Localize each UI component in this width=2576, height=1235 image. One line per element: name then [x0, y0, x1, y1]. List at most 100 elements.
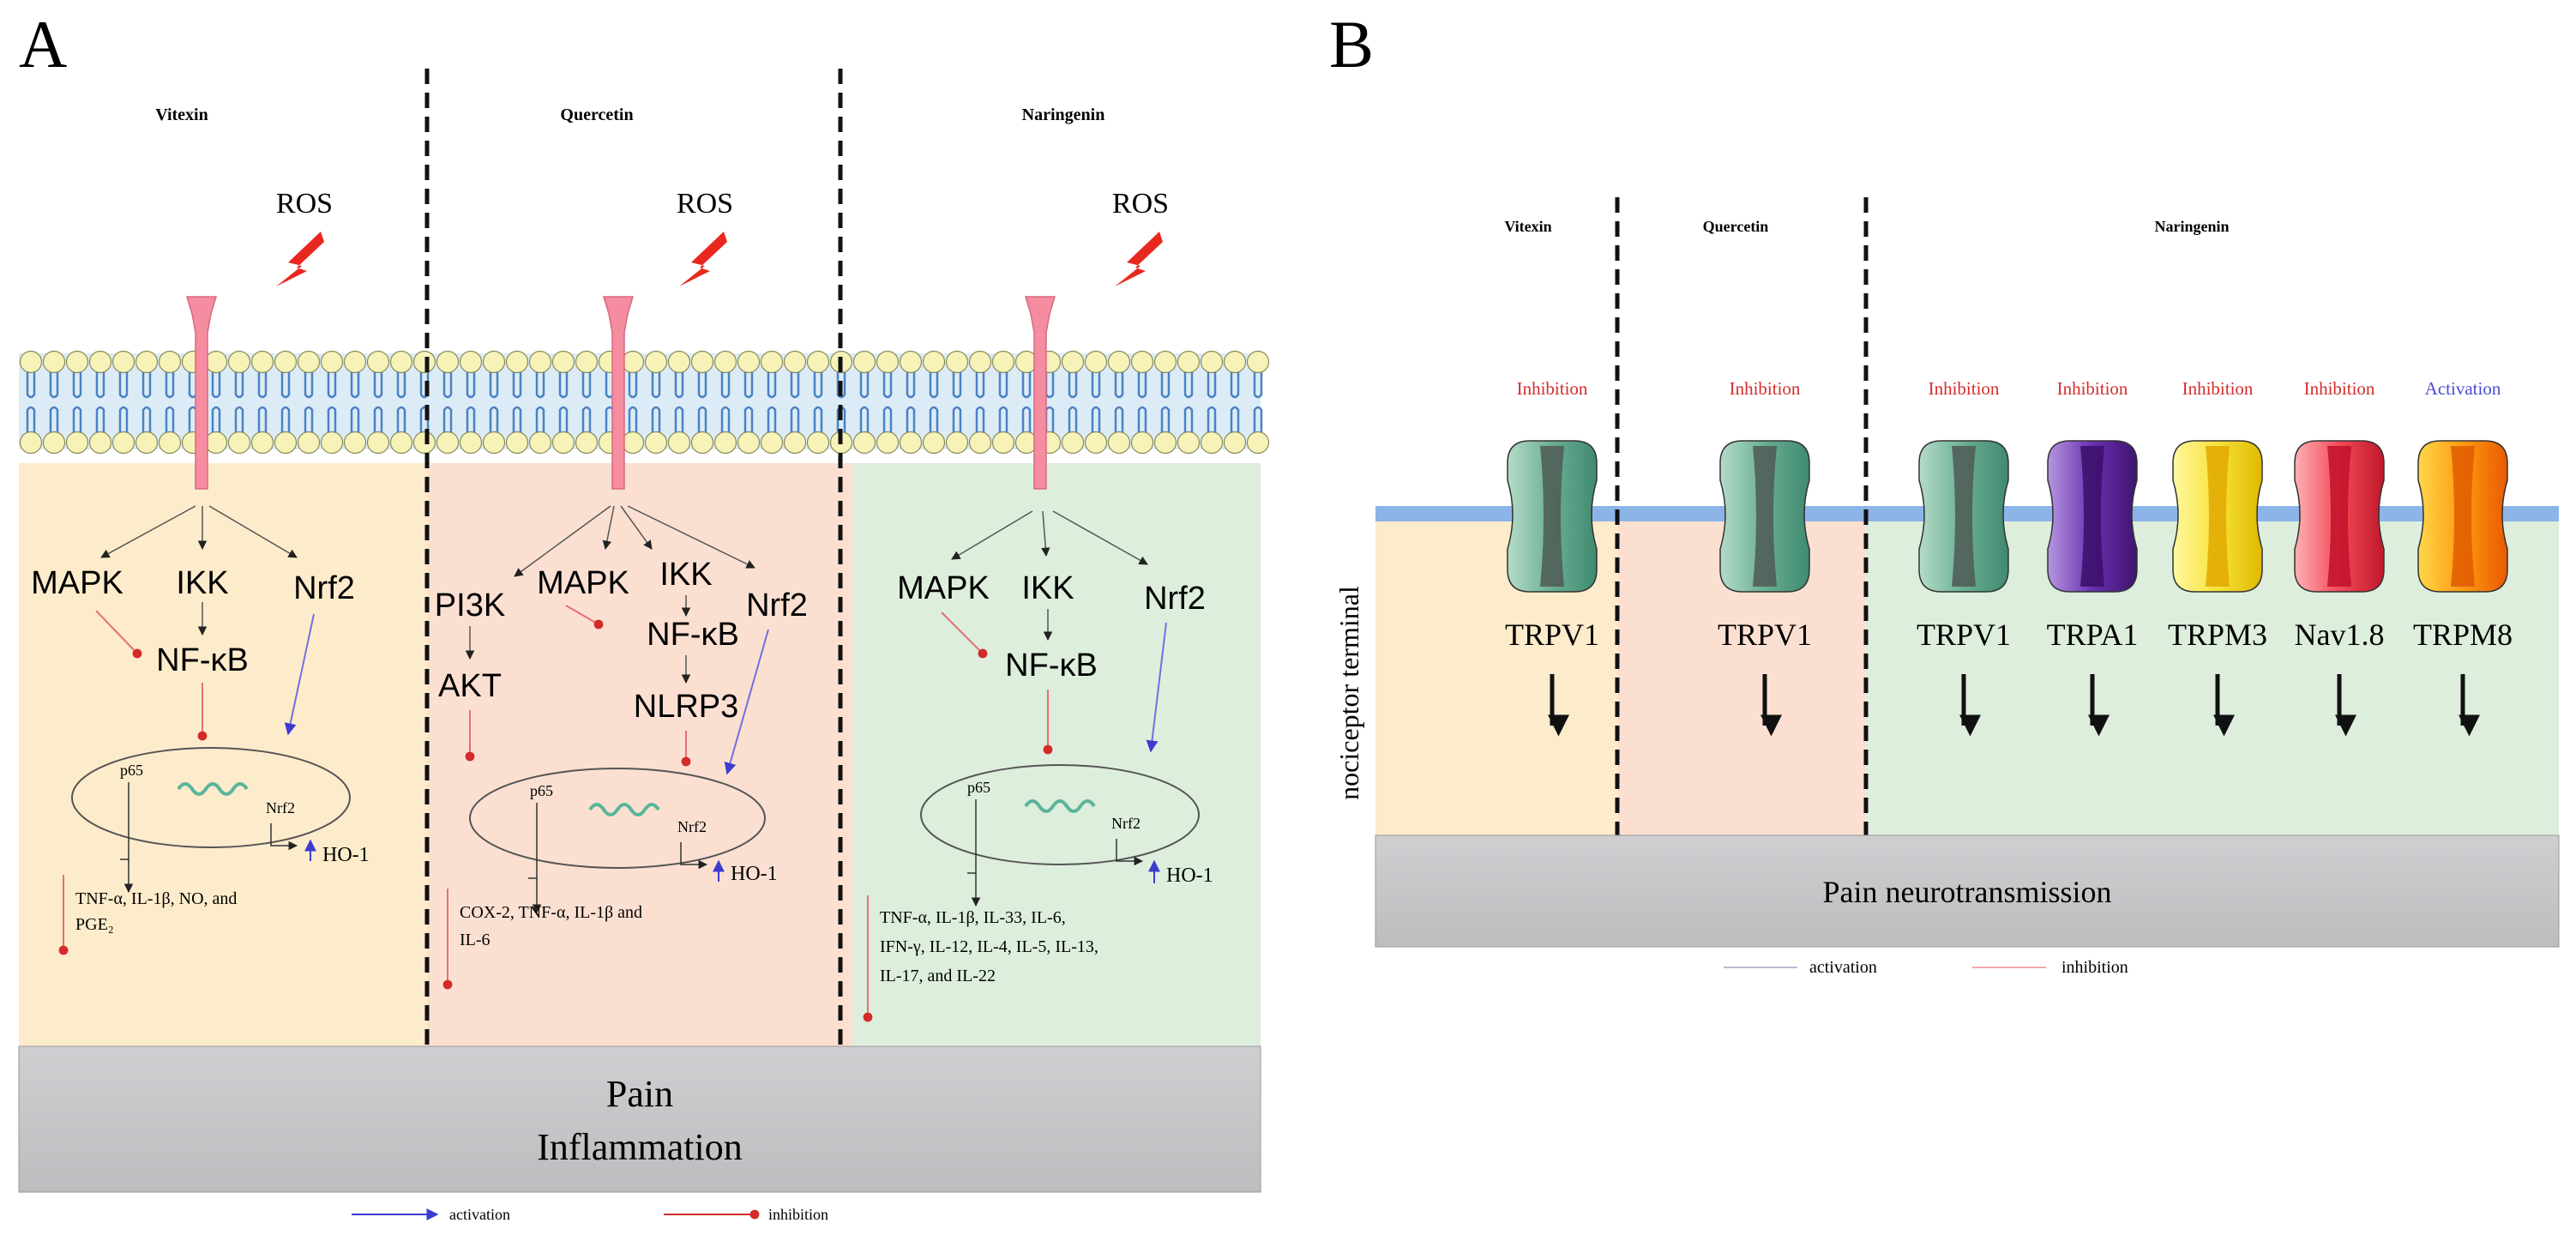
nrf2-node: Nrf2 [1144, 581, 1206, 617]
lipid-tail [327, 372, 337, 432]
lipid-head [968, 350, 992, 374]
lipid-head [1177, 431, 1201, 455]
channel-pore-icon [1540, 446, 1564, 587]
lipid-tail [1068, 372, 1078, 432]
lipid-head [459, 431, 483, 455]
lipid-tail [396, 372, 406, 432]
channel-name-label: TRPV1 [1917, 618, 2011, 652]
lipid-head [528, 350, 552, 374]
cytokines-line-2: PGE₂ [75, 915, 114, 934]
lipid-head [274, 350, 298, 374]
nrf2-node: Nrf2 [746, 587, 808, 624]
lipid-tail [906, 372, 916, 432]
lipid-tail [165, 372, 175, 432]
nlrp3-node: NLRP3 [634, 689, 739, 725]
lipid-head [343, 350, 367, 374]
lipid-head [1200, 350, 1224, 374]
lipid-tail [1253, 372, 1263, 432]
dna-icon [177, 782, 249, 796]
ikk-node: IKK [176, 565, 228, 601]
lipid-head [713, 350, 737, 374]
channel-effect-label: Inhibition [2182, 378, 2254, 399]
lipid-head [1246, 350, 1270, 374]
lipid-head [899, 350, 923, 374]
lipid-head [621, 350, 645, 374]
ikk-node: IKK [659, 557, 712, 593]
mapk-node: MAPK [537, 565, 629, 601]
pain-inflammation-bar [18, 1045, 1261, 1193]
lipid-tail [234, 372, 244, 432]
mapk-node: MAPK [897, 570, 990, 606]
lipid-head [482, 431, 506, 455]
ros-bolt-icon [1115, 232, 1163, 286]
ros-bolt-icon [276, 232, 324, 286]
lipid-head [1061, 431, 1085, 455]
lipid-head [737, 350, 761, 374]
lipid-head [737, 431, 761, 455]
lipid-head [1153, 350, 1177, 374]
ho1-label: HO-1 [731, 863, 778, 885]
lipid-tail [743, 372, 754, 432]
lipid-head [204, 431, 228, 455]
lipid-head [528, 431, 552, 455]
lipid-head [1223, 350, 1247, 374]
lipid-tail [697, 372, 707, 432]
ikk-node: IKK [1021, 570, 1074, 606]
lipid-head [111, 431, 135, 455]
pain-neurotransmission-label: Pain neurotransmission [1823, 875, 2112, 909]
ros-label: ROS [1112, 188, 1169, 220]
inflammation-label: Inflammation [537, 1126, 743, 1168]
channel-pore-icon [2327, 446, 2351, 587]
lipid-head [644, 350, 668, 374]
lipid-tail [72, 372, 82, 432]
lipid-head [459, 350, 483, 374]
lipid-head [760, 431, 784, 455]
cytokines-line-1: TNF-α, IL-1β, IL-33, IL-6, [880, 908, 1066, 927]
lipid-tail [651, 372, 661, 432]
lipid-head [505, 431, 529, 455]
channel-effect-label: Inhibition [1517, 378, 1588, 399]
p65-label: p65 [967, 779, 990, 796]
nrf2-nucleus-label: Nrf2 [677, 818, 707, 835]
lipid-tail [813, 372, 823, 432]
receptor-icon [185, 296, 218, 490]
quercetin-title: Quercetin [560, 105, 633, 124]
lipid-head [320, 350, 344, 374]
lipid-head [227, 350, 251, 374]
lipid-head [1084, 350, 1108, 374]
lipid-head [366, 431, 390, 455]
lipid-tail [304, 372, 314, 432]
channel-effect-label: Inhibition [2304, 378, 2375, 399]
lipid-tail [975, 372, 985, 432]
lipid-head [968, 431, 992, 455]
lipid-tail [1207, 372, 1217, 432]
lipid-tail [95, 372, 105, 432]
lipid-head [274, 431, 298, 455]
lipid-head [1246, 431, 1270, 455]
lipid-head [135, 431, 159, 455]
nfkb-node: NF-κB [647, 617, 739, 653]
dna-icon [588, 803, 660, 816]
lipid-head [1061, 350, 1085, 374]
lipid-head [783, 431, 807, 455]
lipid-tail [350, 372, 360, 432]
lipid-tail [373, 372, 383, 432]
nucleus [920, 764, 1200, 865]
lipid-head [690, 431, 714, 455]
cell-membrane [19, 350, 1270, 455]
lipid-head [412, 431, 436, 455]
lipid-tail [1021, 372, 1032, 432]
lipid-tail [1160, 372, 1171, 432]
lipid-head [88, 350, 112, 374]
lipid-head [1153, 431, 1177, 455]
lipid-head [227, 431, 251, 455]
nfkb-node: NF-κB [156, 642, 249, 678]
vitexin-column-bg [19, 463, 427, 1046]
lipid-head [389, 350, 413, 374]
mapk-node: MAPK [31, 565, 123, 601]
lipid-tail [280, 372, 291, 432]
lipid-head [204, 350, 228, 374]
lipid-tail [720, 372, 731, 432]
lipid-tail [790, 372, 800, 432]
